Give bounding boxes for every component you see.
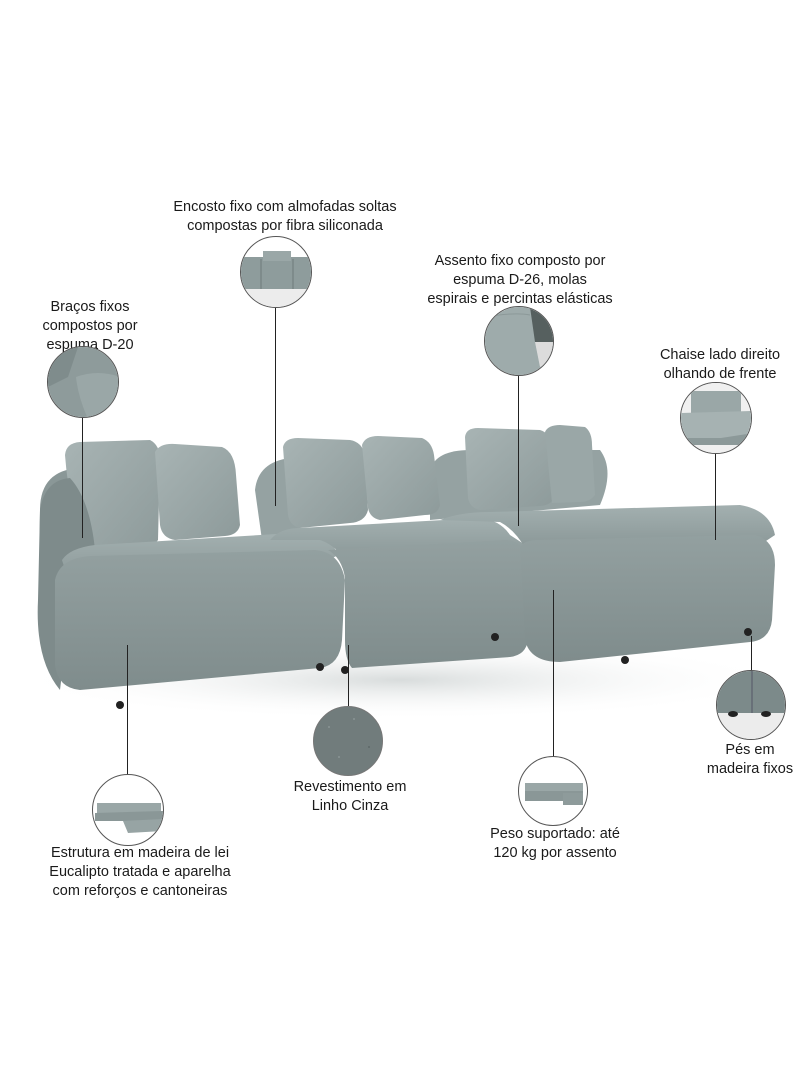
seat-section-icon — [485, 307, 553, 375]
callout-weight-label: Peso suportado: até 120 kg por assento — [490, 826, 620, 861]
callout-frame-label: Estrutura em madeira de lei Eucalipto tr… — [49, 845, 231, 899]
detail-circle-seat — [484, 306, 554, 376]
detail-circle-backrest — [240, 236, 312, 308]
seat-left-front — [55, 550, 345, 690]
foot — [621, 656, 629, 664]
wooden-feet-icon — [717, 671, 785, 739]
full-sofa-front-icon — [525, 783, 583, 805]
armrest-icon — [48, 347, 118, 417]
leader-line-frame — [127, 645, 129, 775]
fabric-texture-icon — [314, 707, 382, 775]
leader-line-feet — [751, 636, 753, 672]
foot — [744, 628, 752, 636]
leader-line-chaise — [715, 454, 717, 540]
foot — [341, 666, 349, 674]
leader-line-fabric — [348, 645, 350, 707]
cushion-5 — [465, 428, 555, 510]
cushion-6 — [545, 425, 595, 503]
callout-backrest-label: Encosto fixo com almofadas soltas compos… — [173, 199, 397, 234]
callout-fabric-label: Revestimento em Linho Cinza — [293, 779, 407, 814]
detail-circle-arms — [47, 346, 119, 418]
chaise-front — [520, 535, 775, 662]
foot — [491, 633, 499, 641]
seat-mid-front — [328, 540, 528, 668]
leader-line-weight — [553, 590, 555, 758]
cushion-4 — [362, 436, 440, 520]
cushion-3 — [283, 438, 368, 528]
callout-arms-label: Braços fixos compostos por espuma D-20 — [42, 299, 138, 353]
chaise-closeup-icon — [681, 383, 751, 453]
callout-feet-label: Pés em madeira fixos — [706, 742, 794, 777]
leader-line-backrest — [275, 308, 277, 506]
detail-circle-fabric — [313, 706, 383, 776]
callout-seat-label: Assento fixo composto por espuma D-26, m… — [427, 253, 613, 307]
backrest-cushions-icon — [241, 251, 311, 307]
full-sofa-angle-icon — [95, 803, 163, 833]
leader-line-seat — [518, 376, 520, 526]
cushion-2 — [155, 443, 240, 540]
detail-circle-feet — [716, 670, 786, 740]
leader-line-arms — [82, 418, 84, 538]
foot — [316, 663, 324, 671]
detail-circle-frame — [92, 774, 164, 846]
callout-chaise-label: Chaise lado direito olhando de frente — [659, 347, 781, 382]
detail-circle-weight — [518, 756, 588, 826]
foot — [116, 701, 124, 709]
detail-circle-chaise — [680, 382, 752, 454]
